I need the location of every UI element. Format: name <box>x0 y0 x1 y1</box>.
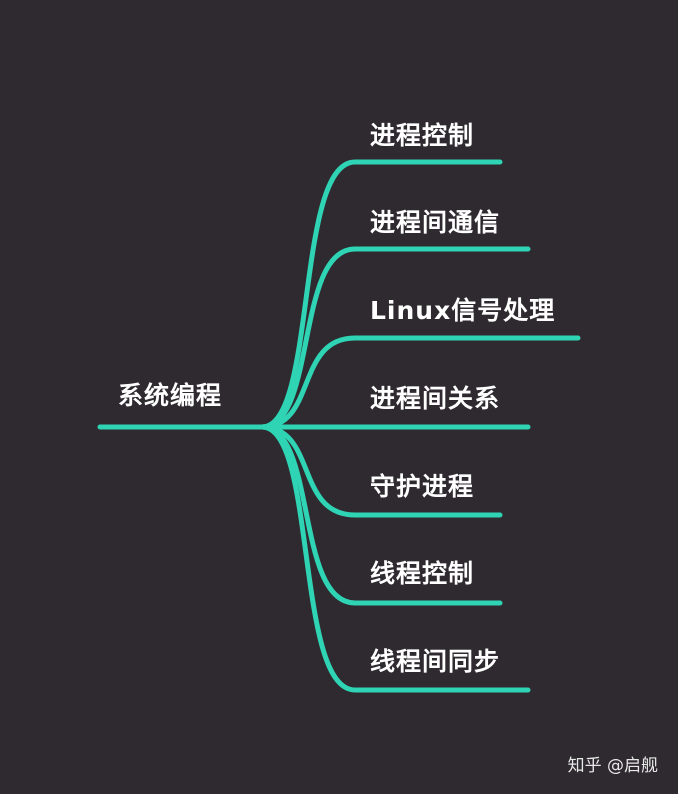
branch-label-3: Linux信号处理 <box>370 296 556 325</box>
watermark: 知乎 @启舰 <box>567 756 658 776</box>
branch-label-7: 线程间同步 <box>370 647 501 676</box>
root-node-label: 系统编程 <box>118 381 223 410</box>
branch-connector-3 <box>259 335 581 430</box>
branch-connector-1 <box>259 159 503 430</box>
branch-label-4: 进程间关系 <box>370 384 501 413</box>
branch-label-2: 进程间通信 <box>370 208 501 237</box>
branch-connector-5 <box>259 424 503 518</box>
branch-label-1: 进程控制 <box>370 121 475 150</box>
branch-label-6: 线程控制 <box>370 559 475 588</box>
branch-label-5: 守护进程 <box>370 472 475 501</box>
branch-connector-7 <box>259 424 531 693</box>
branch-connector-2 <box>259 246 531 430</box>
